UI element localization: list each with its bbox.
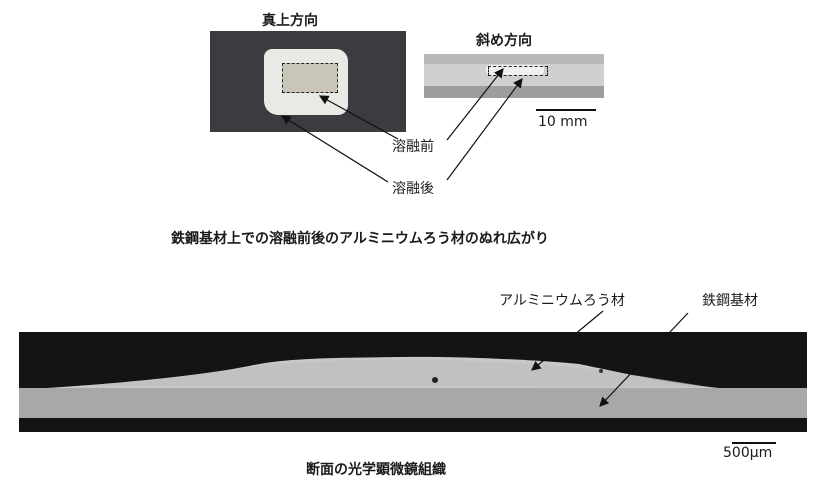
- cross-section-graphic: [19, 356, 807, 418]
- oblique-filler-region: [486, 65, 544, 75]
- label-top-view: 真上方向: [262, 13, 318, 29]
- scale-bar-top: [536, 109, 596, 111]
- scale-bar-bottom: [732, 442, 776, 444]
- arrow-aluminum-filler: [531, 310, 604, 371]
- scale-label-top: 10 mm: [538, 114, 588, 130]
- steel-base-layer: [19, 388, 807, 418]
- arrow-after-oblique: [446, 78, 523, 181]
- caption-bottom: 断面の光学顕微鏡組織: [306, 462, 446, 478]
- annotation-after-melting: 溶融後: [392, 181, 434, 197]
- scale-label-bottom: 500μm: [723, 445, 773, 461]
- arrow-before-top: [318, 95, 399, 140]
- pore: [432, 377, 438, 383]
- pore: [599, 369, 603, 373]
- label-aluminum-filler: アルミニウムろう材: [499, 293, 625, 309]
- pre-melt-filler-region: [282, 63, 338, 93]
- label-oblique-view: 斜め方向: [476, 33, 532, 49]
- arrow-after-top: [280, 115, 389, 183]
- arrow-steel-base: [599, 312, 689, 407]
- cross-section-photo: [19, 332, 807, 432]
- caption-top: 鉄鋼基材上での溶融前後のアルミニウムろう材のぬれ広がり: [171, 231, 549, 247]
- label-steel-base: 鉄鋼基材: [702, 293, 758, 309]
- arrow-before-oblique: [446, 68, 504, 141]
- top-view-photo: [210, 31, 406, 132]
- annotation-before-melting: 溶融前: [392, 139, 434, 155]
